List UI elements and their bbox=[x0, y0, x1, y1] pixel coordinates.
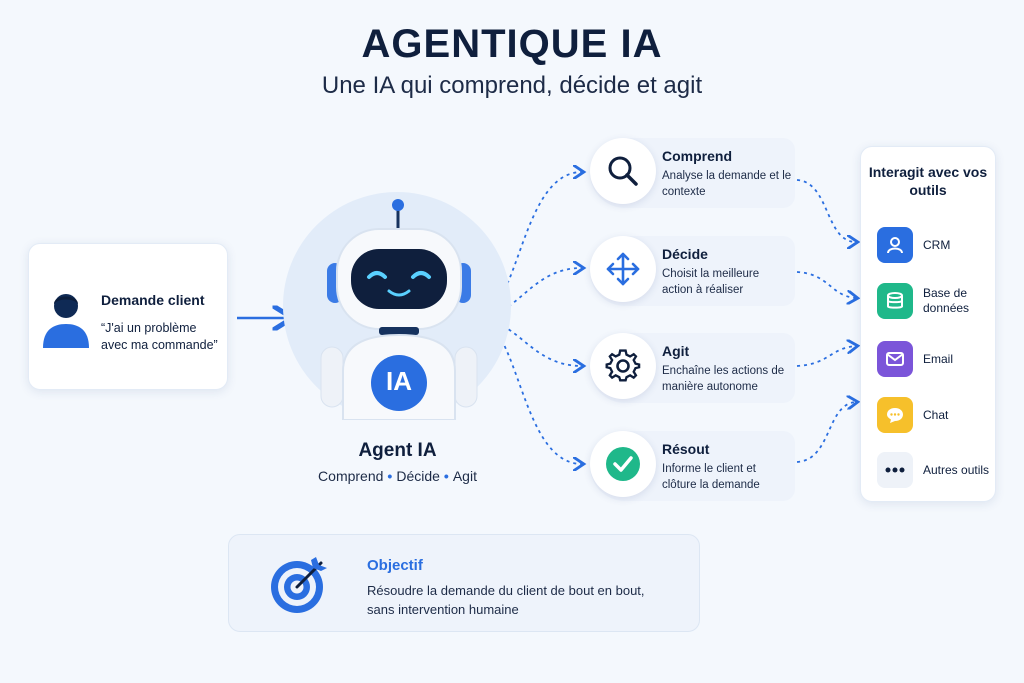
step-agit: Agit Enchaîne les actions de manière aut… bbox=[590, 333, 795, 403]
step-desc: Analyse la demande et le contexte bbox=[662, 170, 792, 198]
agent-tagline: Comprend•Décide•Agit bbox=[280, 468, 515, 484]
gear-icon bbox=[605, 349, 641, 382]
step-resout: Résout Informe le client et clôture la d… bbox=[590, 431, 795, 501]
tool-label: Chat bbox=[923, 407, 949, 422]
tool-label: Email bbox=[923, 351, 954, 366]
resout-to-tools bbox=[796, 402, 856, 463]
mail-icon bbox=[877, 341, 913, 377]
objective-card: Objectif Résoudre la demande du client d… bbox=[228, 534, 700, 632]
tool-database: Base de données bbox=[877, 283, 997, 319]
step-decide: Décide Choisit la meilleure action à réa… bbox=[590, 236, 795, 306]
step-title: Agit bbox=[662, 343, 690, 359]
chat-icon bbox=[877, 397, 913, 433]
objective-description: Résoudre la demande du client de bout en… bbox=[367, 581, 645, 619]
tool-crm: CRM bbox=[877, 227, 997, 263]
tools-card: Interagit avec vos outils CRM Base de do… bbox=[860, 146, 996, 502]
agent-badge-label: IA bbox=[386, 366, 412, 396]
tag-separator: • bbox=[387, 468, 393, 484]
tool-email: Email bbox=[877, 341, 997, 377]
more-icon bbox=[877, 452, 913, 488]
step-title: Comprend bbox=[662, 148, 732, 164]
decide-to-tools bbox=[796, 271, 856, 298]
check-icon bbox=[606, 447, 640, 481]
step-title: Résout bbox=[662, 441, 710, 457]
robot-icon bbox=[320, 199, 478, 420]
client-request-title: Demande client bbox=[101, 292, 205, 308]
directions-icon bbox=[606, 252, 640, 286]
tool-label: Autres outils bbox=[923, 462, 990, 477]
agit-to-tools bbox=[796, 346, 856, 367]
step-comprend: Comprend Analyse la demande et le contex… bbox=[590, 138, 795, 208]
agent-tag-decide: Décide bbox=[396, 468, 440, 484]
step-desc: Informe le client et clôture la demande bbox=[662, 463, 760, 491]
objective-line: sans intervention humaine bbox=[367, 602, 519, 617]
tool-label: Base de données bbox=[923, 286, 970, 315]
client-request-quote: “J'ai un problème avec ma commande” bbox=[101, 321, 218, 352]
tools-title: Interagit avec vos outils bbox=[868, 164, 988, 198]
step-desc: Choisit la meilleure action à réaliser bbox=[662, 268, 760, 296]
database-icon bbox=[877, 283, 913, 319]
step-title: Décide bbox=[662, 246, 708, 262]
search-icon bbox=[608, 156, 638, 186]
objective-title: Objectif bbox=[367, 557, 423, 574]
user-icon bbox=[877, 227, 913, 263]
agent-tag-comprend: Comprend bbox=[318, 468, 384, 484]
target-icon bbox=[271, 557, 327, 613]
tool-label: CRM bbox=[923, 237, 951, 252]
agent-name: Agent IA bbox=[358, 440, 437, 461]
client-request-card: Demande client “J'ai un problème avec ma… bbox=[28, 243, 228, 390]
page-subtitle: Une IA qui comprend, décide et agit bbox=[321, 72, 703, 99]
comprend-to-tools bbox=[796, 179, 856, 242]
agent-tag-agit: Agit bbox=[452, 468, 477, 484]
page-title: AGENTIQUE IA bbox=[361, 22, 663, 66]
objective-line: Résoudre la demande du client de bout en… bbox=[367, 583, 645, 598]
tool-chat: Chat bbox=[877, 397, 997, 433]
step-desc: Enchaîne les actions de manière autonome bbox=[662, 365, 785, 393]
customer-icon bbox=[43, 294, 89, 348]
tool-other: Autres outils bbox=[877, 452, 997, 488]
tag-separator: • bbox=[443, 468, 449, 484]
